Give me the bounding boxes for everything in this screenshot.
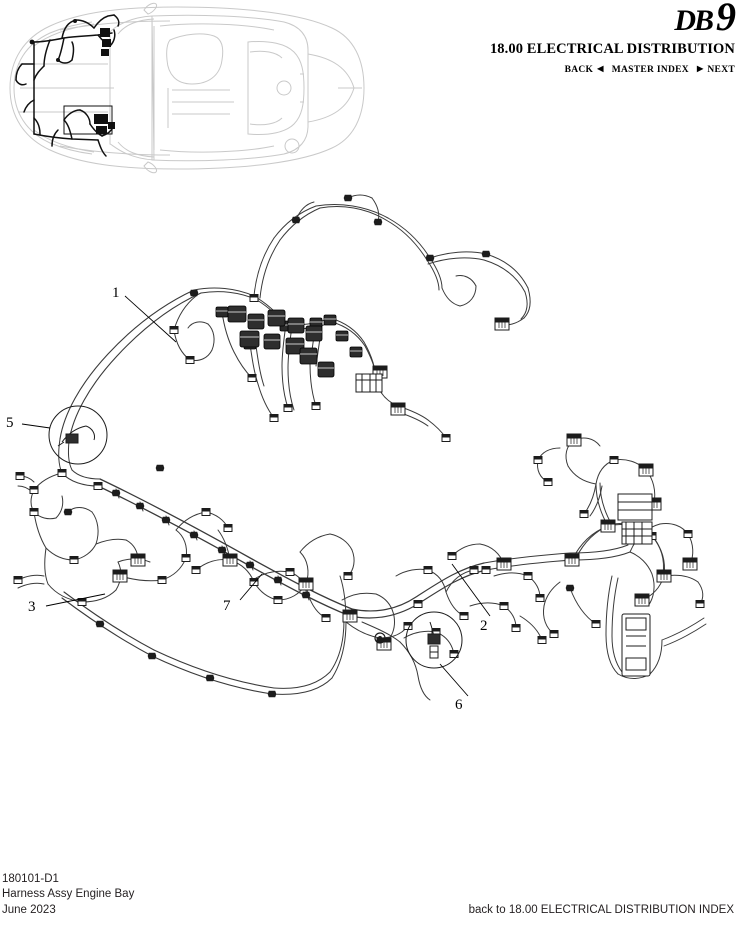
harness-assembly-diagram — [13, 194, 707, 701]
leader-line-5 — [21, 423, 51, 429]
detail-circle-5 — [48, 405, 108, 465]
car-body-outline — [9, 2, 365, 174]
harness-trunk-lines — [17, 194, 707, 701]
nav-next-link[interactable]: NEXT — [707, 65, 735, 75]
connector-cluster-top — [227, 305, 335, 378]
ecu-module — [621, 613, 651, 677]
nav-master-index-link[interactable]: MASTER INDEX — [611, 65, 689, 75]
detail-circle-6 — [405, 611, 463, 669]
callout-label-3: 3 — [28, 599, 36, 615]
detail-circle-6-content — [427, 621, 441, 659]
leader-line-2 — [451, 563, 491, 617]
footer-drawing-info: 180101-D1 Harness Assy Engine Bay June 2… — [2, 872, 134, 919]
navigation-bar: BACK◀ MASTER INDEX ▶NEXT — [315, 64, 735, 75]
leader-line-3 — [45, 593, 106, 607]
callout-label-6: 6 — [455, 697, 463, 713]
fuse-box-module — [617, 493, 653, 545]
leader-line-6 — [439, 663, 469, 697]
callout-label-2: 2 — [480, 618, 488, 634]
back-arrow-icon[interactable]: ◀ — [597, 64, 604, 73]
brand-db-text: DB — [674, 4, 714, 37]
callout-label-1: 1 — [112, 285, 120, 301]
highlighted-engine-harness — [15, 14, 120, 157]
car-plan-view-illustration — [9, 2, 365, 174]
back-to-index-link[interactable]: back to 18.00 ELECTRICAL DISTRIBUTION IN… — [468, 903, 734, 916]
callout-label-7: 7 — [223, 598, 231, 614]
harness-bay-box — [63, 105, 113, 135]
leader-line-1 — [124, 295, 177, 343]
leader-line-7 — [239, 573, 263, 601]
drawing-number: 180101-D1 — [2, 872, 59, 885]
detail-circle-5-content — [57, 425, 95, 447]
fuse-block-left — [355, 373, 383, 393]
callout-leader-lines — [21, 295, 491, 697]
callout-label-5: 5 — [6, 415, 14, 431]
drawing-title: Harness Assy Engine Bay — [2, 888, 135, 900]
brand-nine-text: 9 — [716, 0, 736, 39]
drawing-date: June 2023 — [2, 903, 56, 916]
nav-back-link[interactable]: BACK — [564, 65, 594, 75]
next-arrow-icon[interactable]: ▶ — [696, 64, 704, 73]
page-title: 18.00 ELECTRICAL DISTRIBUTION — [489, 41, 735, 57]
